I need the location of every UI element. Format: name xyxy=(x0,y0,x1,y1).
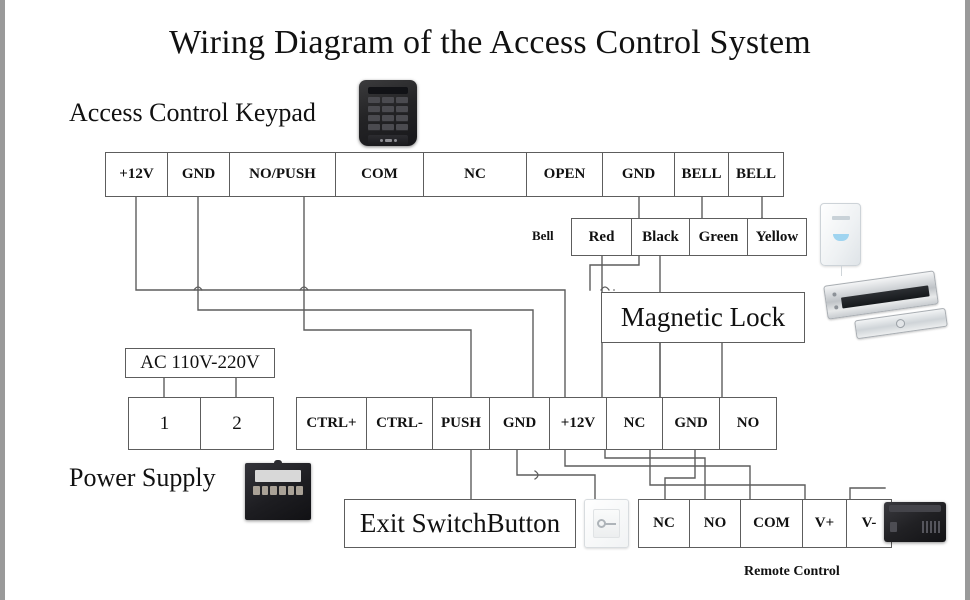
terminal-ctrl-12v[interactable]: +12V xyxy=(550,398,607,449)
keypad-key xyxy=(368,97,380,104)
terminal-ac-2[interactable]: 2 xyxy=(201,398,273,449)
controller-terminal-strip: CTRL+ CTRL- PUSH GND +12V NC GND NO xyxy=(296,397,777,450)
ac-terminal-strip: 1 2 xyxy=(128,397,274,450)
access-control-keypad-heading: Access Control Keypad xyxy=(69,98,316,127)
keypad-card-reader-area xyxy=(368,135,408,145)
power-supply-terminal xyxy=(270,486,278,495)
terminal-ctrl-gnd-2[interactable]: GND xyxy=(663,398,720,449)
terminal-keypad-com[interactable]: COM xyxy=(336,153,424,196)
exit-switch-plate-inner xyxy=(593,508,620,539)
bell-label: Bell xyxy=(532,228,554,243)
terminal-remote-v-pos[interactable]: V+ xyxy=(803,500,847,547)
key-icon xyxy=(597,519,616,528)
terminal-ctrl-no[interactable]: NO xyxy=(720,398,776,449)
keypad-screen xyxy=(368,87,408,94)
terminal-remote-nc[interactable]: NC xyxy=(639,500,690,547)
power-supply-terminal-row xyxy=(253,486,304,495)
key-icon-shaft xyxy=(605,522,616,525)
power-supply-terminal xyxy=(253,486,260,495)
keypad-key xyxy=(382,97,394,104)
terminal-ac-1[interactable]: 1 xyxy=(129,398,201,449)
bell-unit-cord xyxy=(840,265,842,276)
terminal-keypad-bell-2[interactable]: BELL xyxy=(729,153,783,196)
bell-unit-logo xyxy=(831,216,850,220)
power-supply-terminal xyxy=(261,486,269,495)
keypad-key xyxy=(396,124,408,131)
terminal-ctrl-minus[interactable]: CTRL- xyxy=(367,398,433,449)
terminal-remote-v-neg[interactable]: V- xyxy=(847,500,891,547)
receiver-vent xyxy=(937,521,940,534)
terminal-keypad-gnd-1[interactable]: GND xyxy=(168,153,230,196)
terminal-keypad-open[interactable]: OPEN xyxy=(527,153,603,196)
keypad-key xyxy=(396,106,408,113)
terminal-bell-yellow[interactable]: Yellow xyxy=(748,219,806,255)
keypad-reader-bar xyxy=(384,138,392,142)
keypad-key xyxy=(382,106,394,113)
receiver-top-panel xyxy=(888,505,942,513)
receiver-button xyxy=(889,521,897,532)
power-supply-heading: Power Supply xyxy=(69,463,216,492)
keypad-keys xyxy=(368,97,408,131)
exit-switch-button-box: Exit SwitchButton xyxy=(344,499,576,548)
keypad-indicator-dot xyxy=(379,138,383,142)
page-title: Wiring Diagram of the Access Control Sys… xyxy=(169,24,811,61)
terminal-keypad-12v[interactable]: +12V xyxy=(106,153,168,196)
terminal-ctrl-nc[interactable]: NC xyxy=(607,398,663,449)
receiver-vent xyxy=(933,521,936,534)
power-supply-terminal xyxy=(296,486,304,495)
ac-input-box: AC 110V-220V xyxy=(125,348,275,378)
remote-control-label: Remote Control xyxy=(744,564,840,579)
terminal-ctrl-push[interactable]: PUSH xyxy=(433,398,490,449)
magnetic-lock-screw xyxy=(831,292,837,297)
terminal-keypad-gnd-2[interactable]: GND xyxy=(603,153,675,196)
keypad-key xyxy=(368,115,380,122)
exit-switch-plate-device xyxy=(584,499,629,548)
keypad-terminal-strip: +12V GND NO/PUSH COM NC OPEN GND BELL BE… xyxy=(105,152,784,197)
keypad-key xyxy=(382,115,394,122)
bell-unit-wave-icon xyxy=(832,234,849,241)
terminal-bell-black[interactable]: Black xyxy=(632,219,690,255)
terminal-keypad-nc[interactable]: NC xyxy=(424,153,527,196)
power-supply-device xyxy=(245,460,311,520)
terminal-bell-green[interactable]: Green xyxy=(690,219,748,255)
bell-unit-device xyxy=(820,203,861,276)
receiver-vent xyxy=(921,521,924,534)
magnetic-lock-coil-slot xyxy=(841,285,931,309)
magnetic-lock-screw xyxy=(833,304,839,310)
armature-plate-hole xyxy=(895,317,906,329)
keypad-key xyxy=(396,115,408,122)
receiver-vents xyxy=(921,521,940,534)
power-supply-nameplate xyxy=(255,470,301,482)
terminal-remote-no[interactable]: NO xyxy=(690,500,741,547)
keypad-indicator-dot xyxy=(393,138,397,142)
keypad-key xyxy=(368,124,380,131)
keypad-key xyxy=(396,97,408,104)
terminal-ctrl-plus[interactable]: CTRL+ xyxy=(297,398,367,449)
terminal-remote-com[interactable]: COM xyxy=(741,500,803,547)
power-supply-terminal xyxy=(279,486,286,495)
bell-terminal-strip: Red Black Green Yellow xyxy=(571,218,807,256)
terminal-ctrl-gnd-1[interactable]: GND xyxy=(490,398,550,449)
receiver-vent xyxy=(929,521,932,534)
remote-terminal-strip: NC NO COM V+ V- xyxy=(638,499,892,548)
magnetic-lock-box: Magnetic Lock xyxy=(601,292,805,343)
keypad-key xyxy=(382,124,394,131)
receiver-vent xyxy=(925,521,928,534)
terminal-keypad-bell-1[interactable]: BELL xyxy=(675,153,729,196)
power-supply-terminal xyxy=(287,486,295,495)
terminal-bell-red[interactable]: Red xyxy=(572,219,632,255)
keypad-key xyxy=(368,106,380,113)
terminal-keypad-no-push[interactable]: NO/PUSH xyxy=(230,153,336,196)
remote-receiver-device xyxy=(884,502,946,542)
access-control-keypad-device xyxy=(359,80,417,146)
power-supply-knob xyxy=(274,460,282,465)
